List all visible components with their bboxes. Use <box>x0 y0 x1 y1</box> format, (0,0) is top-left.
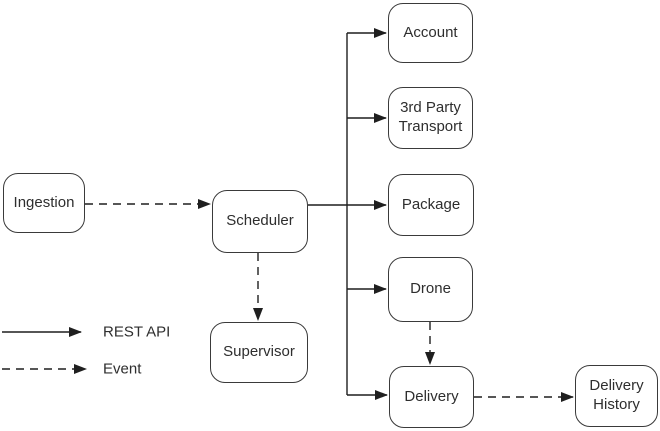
node-third-party-transport: 3rd Party Transport <box>388 87 473 149</box>
node-delivery-history: Delivery History <box>575 365 658 427</box>
node-delivery: Delivery <box>389 366 474 428</box>
node-account: Account <box>388 3 473 63</box>
node-supervisor: Supervisor <box>210 322 308 383</box>
node-ingestion: Ingestion <box>3 173 85 233</box>
legend-label-event: Event <box>103 360 142 378</box>
node-drone: Drone <box>388 257 473 322</box>
node-package: Package <box>388 174 474 236</box>
legend-label-rest-api: REST API <box>103 323 171 341</box>
node-scheduler: Scheduler <box>212 190 308 253</box>
